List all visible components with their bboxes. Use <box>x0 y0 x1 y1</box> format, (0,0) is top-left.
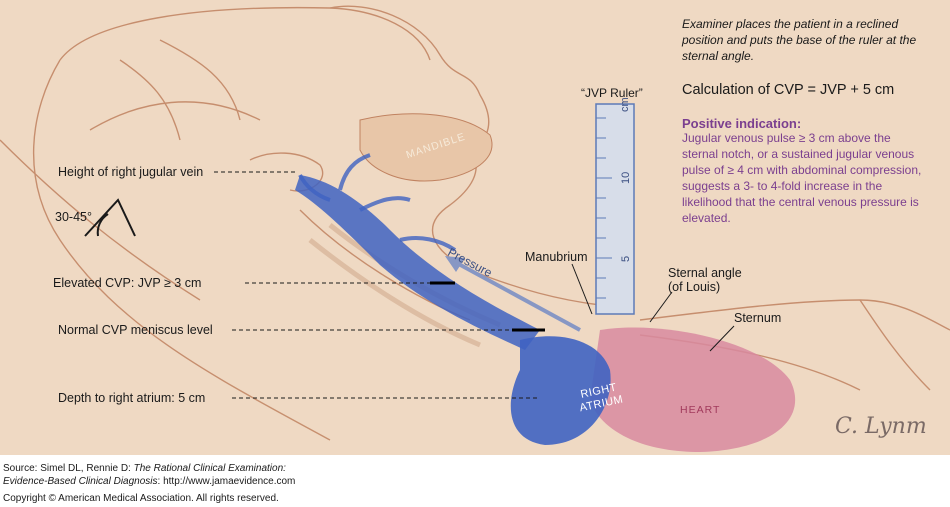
ruler-unit: cm <box>619 97 631 112</box>
ruler-tick-5: 5 <box>620 255 632 262</box>
positive-indication-text: Jugular venous pulse ≥ 3 cm above the st… <box>682 131 922 225</box>
cvp-calculation: Calculation of CVP = JVP + 5 cm <box>682 82 895 98</box>
label-depth-atrium: Depth to right atrium: 5 cm <box>58 391 206 405</box>
source-title-1: The Rational Clinical Examination: <box>133 463 286 474</box>
source-title-2: Evidence-Based Clinical Diagnosis <box>3 476 158 487</box>
jvp-ruler <box>595 103 635 315</box>
label-elevated-cvp: Elevated CVP: JVP ≥ 3 cm <box>53 276 202 290</box>
source-citation: Source: Simel DL, Rennie D: The Rational… <box>3 462 295 488</box>
copyright: Copyright © American Medical Association… <box>3 493 279 504</box>
ruler-title: “JVP Ruler” <box>581 86 643 100</box>
anatomy-drawing <box>0 5 950 452</box>
ruler-tick-10: 10 <box>620 171 632 184</box>
label-sternal-angle: Sternal angle <box>668 266 742 280</box>
source-prefix: Source: Simel DL, Rennie D: <box>3 463 134 474</box>
label-heart: HEART <box>680 404 721 416</box>
label-manubrium: Manubrium <box>525 250 588 264</box>
artist-signature: C. Lynm <box>835 414 927 439</box>
label-height-jugular: Height of right jugular vein <box>58 165 204 179</box>
source-url: : http://www.jamaevidence.com <box>157 476 296 487</box>
label-angle: 30-45° <box>55 210 92 224</box>
instruction-note: Examiner places the patient in a recline… <box>682 17 917 63</box>
illustration: Examiner places the patient in a recline… <box>0 0 950 455</box>
label-sternal-angle-louis: (of Louis) <box>668 280 721 294</box>
label-sternum: Sternum <box>734 311 782 325</box>
positive-indication-title: Positive indication: <box>682 116 802 131</box>
label-normal-cvp: Normal CVP meniscus level <box>58 323 213 337</box>
